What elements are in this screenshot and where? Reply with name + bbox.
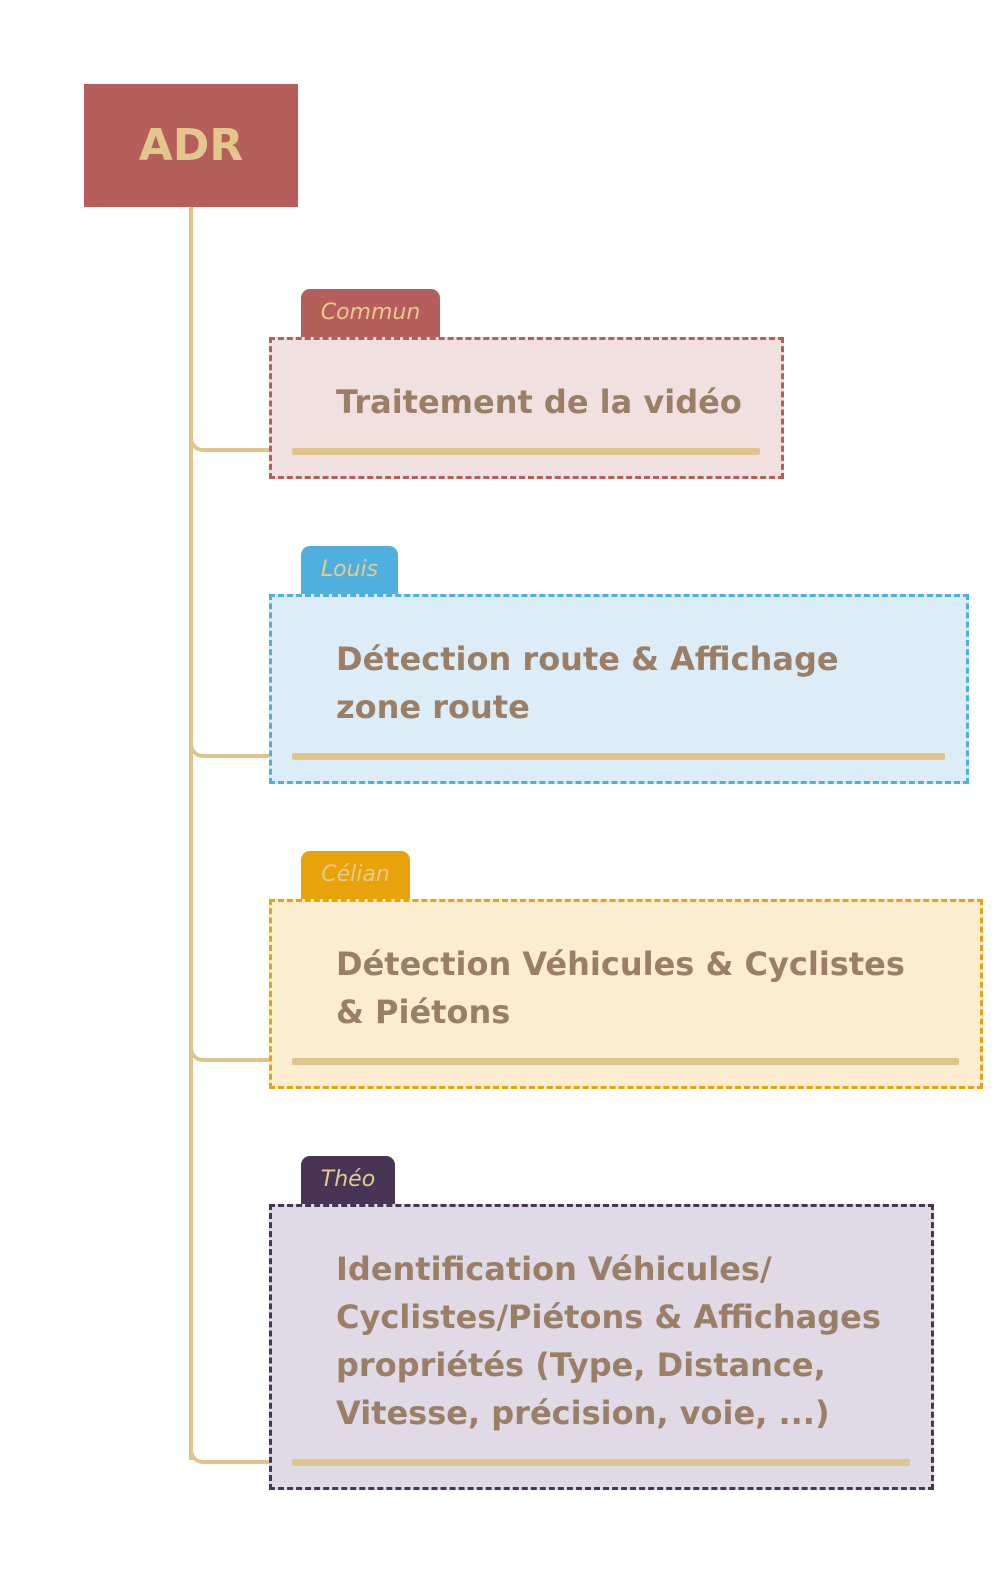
branch-text: Détection route & Affichage zone route xyxy=(336,640,839,726)
branch-underline xyxy=(292,1459,910,1466)
branch-tag-commun: Commun xyxy=(301,289,440,341)
branch-text: Traitement de la vidéo xyxy=(336,383,742,421)
branch-tag-label: Célian xyxy=(321,862,390,887)
root-node[interactable]: ADR xyxy=(84,84,298,207)
branch-tag-label: Commun xyxy=(320,300,421,325)
branch-underline xyxy=(292,448,760,455)
branch-connector xyxy=(189,1448,289,1464)
tree-trunk-connector xyxy=(189,207,193,1460)
branch-tag-theo: Théo xyxy=(301,1156,395,1208)
branch-connector xyxy=(189,742,289,758)
branch-text: Détection Véhicules & Cyclistes & Piéton… xyxy=(336,945,905,1031)
branch-box-theo[interactable]: Identification Véhicules/ Cyclistes/Piét… xyxy=(269,1204,934,1490)
branch-underline xyxy=(292,753,945,760)
branch-box-louis[interactable]: Détection route & Affichage zone route xyxy=(269,594,969,784)
branch-text: Identification Véhicules/ Cyclistes/Piét… xyxy=(336,1250,881,1432)
root-label: ADR xyxy=(138,120,244,171)
branch-underline xyxy=(292,1058,959,1065)
branch-tag-label: Théo xyxy=(320,1167,376,1192)
branch-box-commun[interactable]: Traitement de la vidéo xyxy=(269,337,784,479)
branch-box-celian[interactable]: Détection Véhicules & Cyclistes & Piéton… xyxy=(269,899,983,1089)
branch-tag-label: Louis xyxy=(320,557,379,582)
branch-tag-celian: Célian xyxy=(301,851,410,903)
branch-connector xyxy=(189,1046,289,1062)
branch-connector xyxy=(189,436,289,452)
branch-tag-louis: Louis xyxy=(301,546,398,598)
